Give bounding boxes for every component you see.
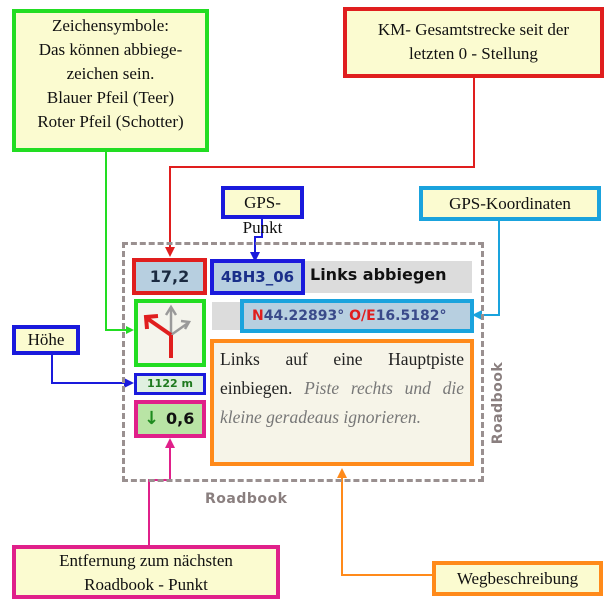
symbols-callout-line: zeichen sein. [66, 64, 155, 83]
gps-coords-callout: GPS-Koordinaten [419, 186, 601, 221]
route-description-box: Links auf eine Hauptpiste einbiegen. Pis… [210, 339, 474, 466]
turn-symbol-box [134, 299, 206, 367]
waypoint-id-box: 4BH3_06 [210, 259, 305, 295]
turn-left-arrow-icon [143, 314, 173, 358]
waypoint-id: 4BH3_06 [220, 268, 295, 286]
turn-symbol-graphic [143, 304, 192, 358]
gps-coords-strip [212, 302, 244, 330]
instruction-text: Links abbiegen [310, 265, 447, 284]
description-italic-text: Piste rechts und die kleine geradeaus ig… [220, 378, 464, 427]
roadbook-label-bottom: Roadbook [205, 491, 288, 507]
km-total-callout-line: KM- Gesamtstrecke seit der [377, 20, 570, 39]
km-total-value: 17,2 [149, 267, 190, 286]
roadbook-label-side: Roadbook [490, 361, 506, 445]
symbols-callout-line: Roter Pfeil (Schotter) [37, 112, 184, 131]
km-total-callout: KM- Gesamtstrecke seit der letzten 0 - S… [343, 7, 604, 78]
right-arrow-icon [170, 319, 192, 337]
gps-coords-box: N44.22893° O/E16.5182° [240, 299, 474, 333]
distance-box: ↓ 0,6 [134, 400, 206, 438]
gps-point-callout: GPS-Punkt [221, 186, 304, 237]
distance-callout: Entfernung zum nächsten Roadbook - Punkt [12, 545, 280, 599]
symbols-callout-line: Zeichensymbole: [51, 16, 170, 35]
gps-coords-callout-text: GPS-Koordinaten [449, 194, 571, 213]
roadbook-frame [122, 242, 484, 482]
altitude-callout: Höhe [12, 325, 80, 355]
coord-e-prefix: O/E [349, 308, 376, 324]
km-total-callout-line: letzten 0 - Stellung [409, 44, 538, 63]
coord-e-value: 16.5182° [375, 308, 447, 324]
arrow-down-icon: ↓ [144, 408, 160, 429]
route-description-callout-text: Wegbeschreibung [456, 569, 579, 588]
straight-arrow-icon [164, 304, 178, 335]
altitude-callout-text: Höhe [27, 330, 65, 349]
description-text: Links auf eine Hauptpiste einbiegen. [220, 349, 464, 398]
coord-n-prefix: N [252, 308, 264, 324]
coord-n-value: 44.22893° [263, 308, 345, 324]
distance-callout-line: Roadbook - Punkt [84, 575, 208, 594]
distance-value: 0,6 [166, 409, 195, 428]
symbols-callout: Zeichensymbole: Das können abbiege- zeic… [12, 9, 209, 152]
route-description-callout: Wegbeschreibung [432, 561, 603, 596]
altitude-value: 1122 m [147, 377, 193, 390]
km-total-box: 17,2 [132, 258, 207, 295]
distance-callout-line: Entfernung zum nächsten [59, 551, 233, 570]
symbols-callout-line: Das können abbiege- [38, 40, 183, 59]
symbols-callout-line: Blauer Pfeil (Teer) [46, 88, 175, 107]
gps-point-callout-text: GPS-Punkt [242, 193, 283, 237]
altitude-box: 1122 m [134, 373, 206, 395]
